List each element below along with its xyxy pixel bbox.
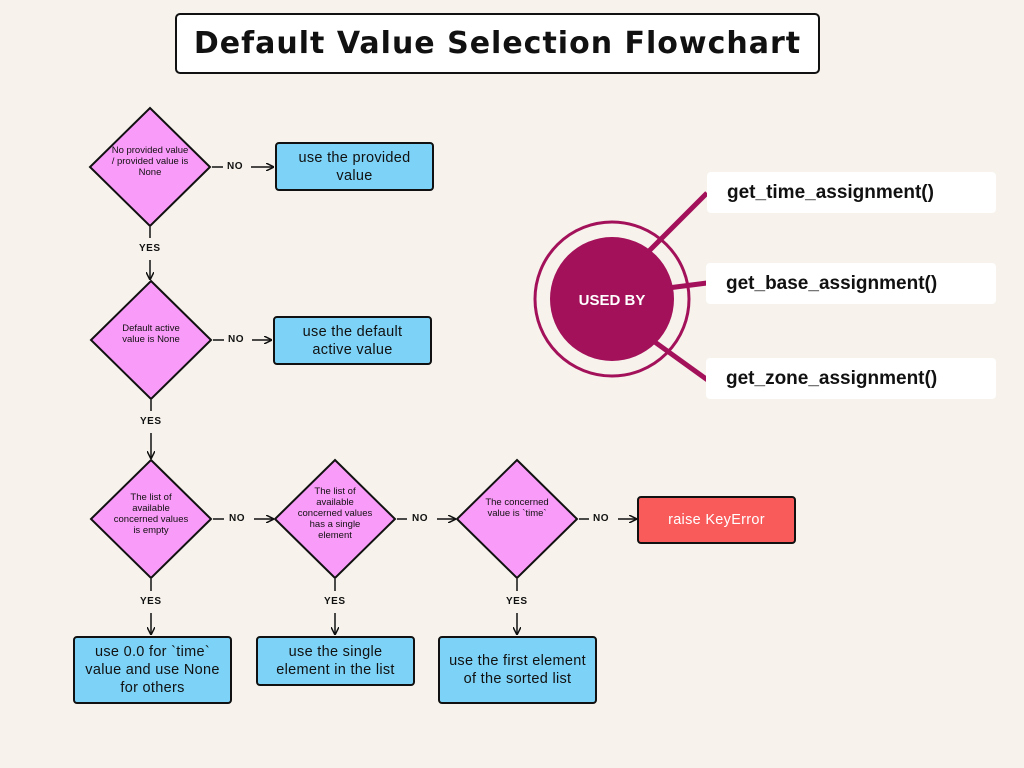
edge-label-yes-5: YES xyxy=(506,596,528,607)
used-by-circle xyxy=(550,237,674,361)
edge-label-yes-4: YES xyxy=(324,596,346,607)
edge-label-no-5: NO xyxy=(593,513,609,524)
function-label-base: get_base_assignment() xyxy=(706,263,996,304)
decision-diamond-3 xyxy=(89,458,213,580)
result-box-1: use the provided value xyxy=(275,142,434,191)
edge-label-yes-3: YES xyxy=(140,596,162,607)
decision-text-2: Default active value is None xyxy=(122,323,180,345)
decision-text-1: No provided value / provided value is No… xyxy=(111,145,189,178)
edge-label-no-4: NO xyxy=(412,513,428,524)
edge-label-no-1: NO xyxy=(227,161,243,172)
used-by-outer-ring xyxy=(533,220,691,378)
decision-text-4: The list of available concerned values h… xyxy=(297,486,373,541)
result-box-5: use the first element of the sorted list xyxy=(438,636,597,704)
decision-diamond-5 xyxy=(455,458,579,580)
function-label-time: get_time_assignment() xyxy=(707,172,996,213)
page-title: Default Value Selection Flowchart xyxy=(175,13,820,74)
edge-label-no-2: NO xyxy=(228,334,244,345)
decision-diamond-2 xyxy=(89,279,213,401)
decision-diamond-4 xyxy=(273,458,397,580)
decision-text-3: The list of available concerned values i… xyxy=(113,492,189,536)
decision-text-5: The concerned value is `time` xyxy=(485,497,549,519)
function-label-zone: get_zone_assignment() xyxy=(706,358,996,399)
edge-label-yes-2: YES xyxy=(140,416,162,427)
used-by-link-3 xyxy=(650,337,711,384)
result-box-2: use the default active value xyxy=(273,316,432,365)
decision-diamond-1 xyxy=(88,106,212,228)
used-by-link-1 xyxy=(646,191,709,254)
result-box-4: use the single element in the list xyxy=(256,636,415,686)
result-box-error: raise KeyError xyxy=(637,496,796,544)
result-box-3: use 0.0 for `time` value and use None fo… xyxy=(73,636,232,704)
used-by-label: USED BY xyxy=(578,291,646,309)
edge-label-no-3: NO xyxy=(229,513,245,524)
edge-label-yes-1: YES xyxy=(139,243,161,254)
